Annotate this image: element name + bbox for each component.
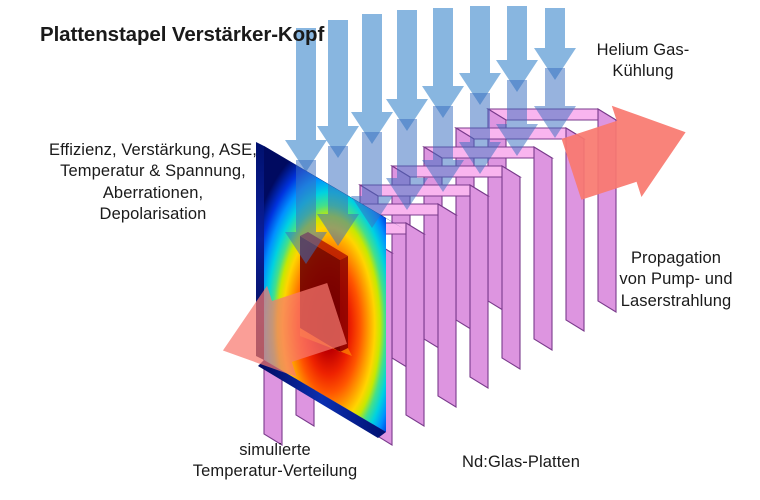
label-performance-metrics: Effizienz, Verstärkung, ASE, Temperatur … [49, 141, 257, 224]
beam-arrow-right [561, 105, 686, 200]
helium-gas-arrow [459, 6, 501, 105]
helium-gas-arrow [317, 20, 359, 158]
helium-gas-arrow-front [351, 132, 393, 228]
helium-gas-arrow-front [285, 160, 327, 264]
label-beam-propagation: Propagation von Pump- und Laserstrahlung [619, 249, 733, 310]
label-simulated-temperature-distribution: simulierte Temperatur-Verteilung [192, 441, 358, 481]
helium-gas-arrow-front [534, 68, 576, 138]
helium-gas-arrow-front [496, 80, 538, 156]
helium-gas-arrow [386, 10, 428, 131]
helium-gas-arrow-front [459, 93, 501, 174]
helium-gas-arrow [351, 14, 393, 144]
label-helium-gas-cooling: Helium Gas- Kühlung [596, 41, 690, 81]
beam-arrow-left [222, 283, 347, 378]
helium-gas-arrow-front [386, 119, 428, 210]
helium-gas-arrow [534, 8, 576, 80]
helium-gas-arrow [285, 28, 327, 172]
helium-gas-arrow-front [422, 106, 464, 192]
helium-gas-arrow [496, 6, 538, 92]
label-nd-glass-plates: Nd:Glas-Platten [462, 453, 580, 471]
helium-gas-arrow [422, 8, 464, 118]
helium-gas-arrow-front [317, 146, 359, 246]
page-title: Plattenstapel Verstärker-Kopf [40, 23, 325, 46]
helium-gas-arrow-front-group [285, 68, 576, 264]
helium-gas-arrow-group [285, 6, 576, 172]
